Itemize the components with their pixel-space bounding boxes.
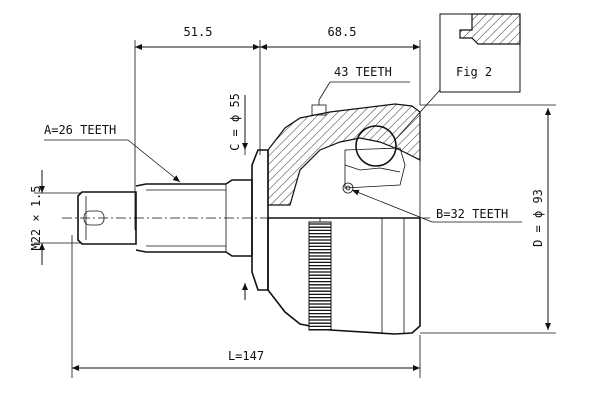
thread-dimension: M22 × 1.5 [29,170,82,265]
teeth-43-label: 43 TEETH [334,65,392,79]
abs-ring [308,221,332,331]
thread-size-label: M22 × 1.5 [29,185,43,250]
joint-housing [267,100,421,335]
fig-2-detail: Fig 2 [394,13,521,141]
dimension-51-5-label: 51.5 [184,25,213,39]
top-dimensions: 51.5 68.5 [134,25,421,230]
diameter-c-label: C = ϕ 55 [228,93,242,151]
diameter-c-dimension: C = ϕ 55 [228,93,248,300]
teeth-b-label: B=32 TEETH [436,207,508,221]
inner-race [342,125,406,194]
diameter-d-dimension: D = ϕ 93 [420,104,556,334]
stub-shaft [77,149,269,291]
teeth-a-label: A=26 TEETH [44,123,116,137]
bottom-dimension: L=147 [71,235,421,378]
ball-element [355,125,397,167]
dimension-68-5-label: 68.5 [328,25,357,39]
callouts: 43 TEETH A=26 TEETH B=32 TEETH Fig 2 [44,13,522,223]
total-length-label: L=147 [228,349,264,363]
diameter-d-label: D = ϕ 93 [531,189,545,247]
fig-2-label: Fig 2 [456,65,492,79]
